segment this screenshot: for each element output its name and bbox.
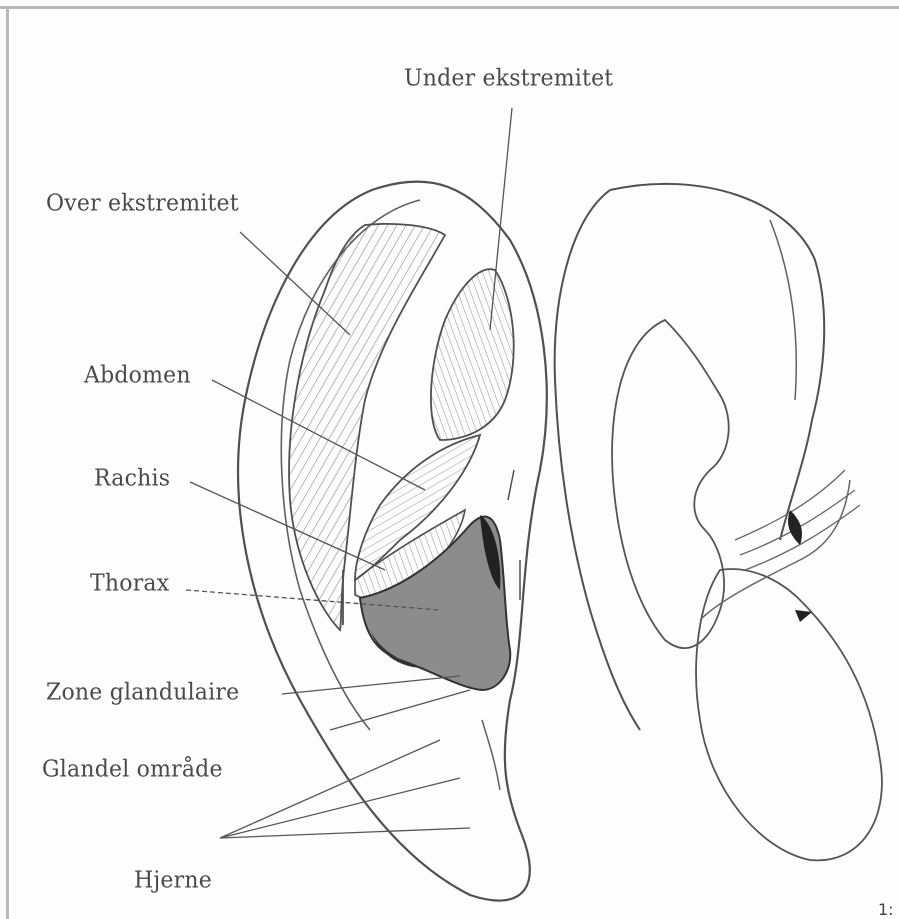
inner-figure-head bbox=[612, 320, 729, 648]
label-rachis: Rachis bbox=[94, 465, 170, 491]
label-glandel-omrade: Glandel område bbox=[42, 756, 223, 782]
leader-hjerne-1 bbox=[220, 740, 440, 838]
leader-glandel bbox=[330, 690, 470, 730]
hair-line bbox=[770, 220, 796, 400]
region-under-ekstremitet bbox=[431, 269, 514, 440]
label-thorax: Thorax bbox=[90, 570, 169, 596]
inner-figure-body bbox=[696, 569, 882, 860]
hand-detail bbox=[788, 510, 802, 545]
leader-hjerne-3 bbox=[220, 828, 470, 838]
label-abdomen: Abdomen bbox=[84, 362, 191, 388]
lobe-detail bbox=[482, 720, 500, 790]
leader-rachis bbox=[190, 482, 385, 570]
label-zone-glandulaire: Zone glandulaire bbox=[46, 679, 239, 705]
dark-spot bbox=[795, 610, 812, 622]
tick-mark-2 bbox=[508, 470, 514, 500]
label-hjerne: Hjerne bbox=[134, 867, 212, 893]
label-under-ekstremitet: Under ekstremitet bbox=[404, 65, 613, 91]
leader-hjerne-2 bbox=[220, 778, 460, 838]
corner-mark: 1: bbox=[878, 900, 894, 919]
label-over-ekstremitet: Over ekstremitet bbox=[46, 190, 239, 216]
leader-zone bbox=[282, 676, 460, 694]
